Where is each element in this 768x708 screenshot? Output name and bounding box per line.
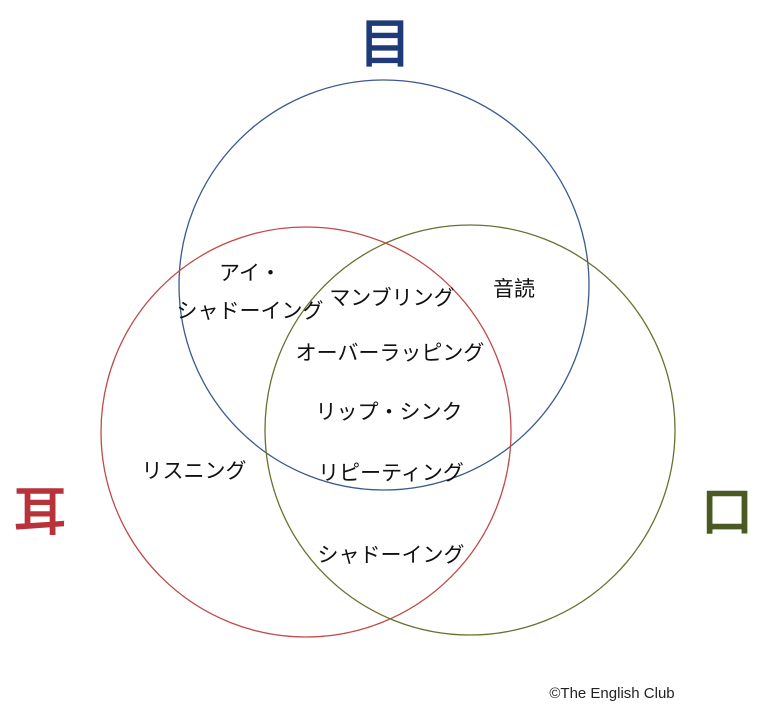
eye-circle [178, 79, 590, 491]
credit-text: ©The English Club [549, 685, 674, 702]
eye-ear-label-line2: シャドーイング [177, 299, 324, 323]
ear-circle [100, 226, 512, 638]
center-label-2: オーバーラッピング [296, 341, 485, 365]
ear-label: 耳 [14, 483, 66, 543]
ear-mouth-label: シャドーイング [318, 543, 465, 567]
mouth-label: 口 [701, 483, 753, 543]
ear-only-label: リスニング [142, 459, 247, 483]
eye-mouth-label: 音読 [493, 277, 535, 301]
mouth-circle [264, 224, 676, 636]
center-label-3: リップ・シンク [316, 400, 463, 424]
center-label-4: リピーティング [318, 461, 464, 485]
center-label-1: マンブリング [329, 286, 454, 310]
eye-ear-label-line1: アイ・ [219, 261, 281, 285]
eye-label: 目 [359, 15, 411, 75]
